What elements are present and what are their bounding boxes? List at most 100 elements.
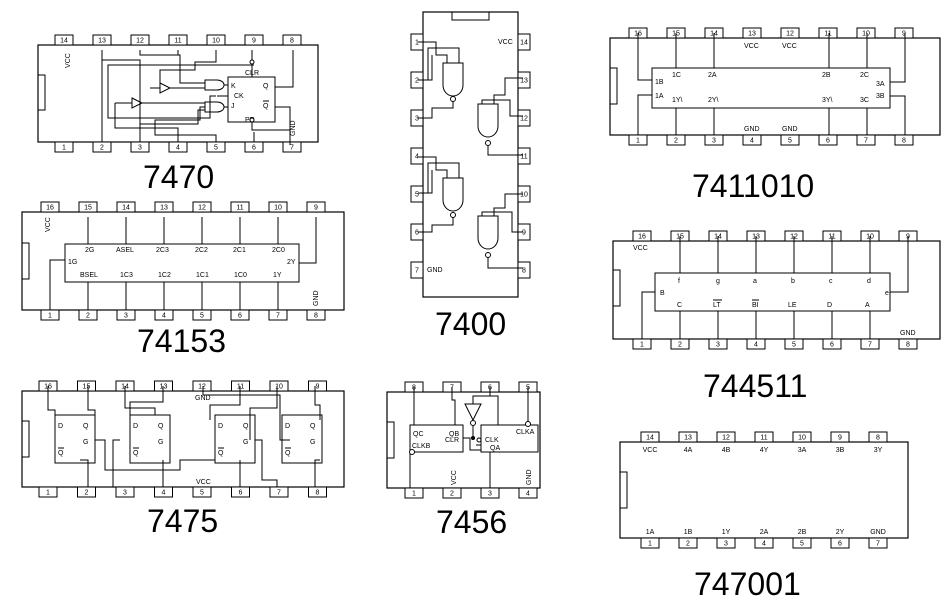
q-label: Q xyxy=(310,423,316,430)
pin-box xyxy=(230,201,250,213)
2c1-label: 2C1 xyxy=(233,247,246,254)
bsel-label: BSEL xyxy=(80,272,98,279)
d-label: D xyxy=(218,423,223,430)
pin-box xyxy=(818,134,838,146)
j-label: J xyxy=(231,103,235,110)
pin-box xyxy=(38,486,58,498)
pin-box xyxy=(442,487,462,499)
vcc-label: VCC xyxy=(65,53,72,68)
2c0-label: 2C0 xyxy=(272,247,285,254)
pin-number: 2 xyxy=(415,78,419,85)
pin-number: 12 xyxy=(786,31,794,38)
pin-box xyxy=(410,147,424,165)
gate-block xyxy=(651,67,891,109)
and-gate-k xyxy=(204,79,225,91)
pin-number: 5 xyxy=(200,490,204,497)
pin-number: 6 xyxy=(830,342,834,349)
pin-number: 9 xyxy=(902,31,906,38)
pin-number: 2 xyxy=(678,342,682,349)
pin-number: 11 xyxy=(174,38,181,45)
g-label: G xyxy=(158,439,163,446)
pin-box xyxy=(77,486,96,498)
pin-number: 8 xyxy=(906,342,910,349)
pin-number: 7 xyxy=(276,313,280,320)
pin-number: 3 xyxy=(123,490,127,497)
d-label: d xyxy=(867,278,871,285)
pin-label: 4A xyxy=(684,447,693,454)
pin-number: 10 xyxy=(275,384,283,391)
pin-number: 6 xyxy=(239,490,243,497)
pin-number: 2 xyxy=(100,145,104,152)
2c-label: 2C xyxy=(860,72,869,79)
chip-747001-notch xyxy=(619,471,628,509)
pin-number: 12 xyxy=(136,38,144,45)
pin-label: 3Y xyxy=(874,447,883,454)
1y-label: 1Y\ xyxy=(672,97,683,104)
pin-box xyxy=(518,487,538,499)
gnd-label: GND xyxy=(195,395,211,402)
chip-74153-body xyxy=(21,211,345,311)
2y-label: 2Y xyxy=(287,259,296,266)
chip-7475-title: 7475 xyxy=(147,503,218,539)
qbar-label: Q xyxy=(133,450,139,457)
pin-box xyxy=(894,27,914,39)
pin-box xyxy=(868,431,888,443)
pin-number: 15 xyxy=(84,205,92,212)
d-label: D xyxy=(285,423,290,430)
qb-label: QB xyxy=(449,431,459,438)
pin-box xyxy=(206,34,226,46)
1c0-label: 1C0 xyxy=(234,272,247,279)
pin-number: 6 xyxy=(415,230,419,237)
asel-label: ASEL xyxy=(116,247,134,254)
pin-box xyxy=(742,134,762,146)
g-label: G xyxy=(243,439,248,446)
pin-number: 13 xyxy=(160,384,168,391)
pin-label: 1Y xyxy=(722,529,731,536)
pin-box xyxy=(830,431,850,443)
pin-box xyxy=(130,34,150,46)
2a-label: 2A xyxy=(708,72,717,79)
pin-number: 15 xyxy=(83,384,91,391)
pin-number: 16 xyxy=(46,205,54,212)
pin-number: 1 xyxy=(636,138,640,145)
pin-number: 3 xyxy=(124,313,128,320)
d-latch xyxy=(129,414,171,464)
vcc-label: VCC xyxy=(498,39,513,46)
pin-number: 6 xyxy=(826,138,830,145)
1y-label: 1Y xyxy=(273,272,282,279)
clka-label: CLKA xyxy=(516,429,535,436)
gnd-label: GND xyxy=(427,267,443,274)
chip-7470-notch xyxy=(37,74,46,111)
pin-box xyxy=(244,34,264,46)
1c2-label: 1C2 xyxy=(158,272,171,279)
pin-box xyxy=(517,147,531,165)
pin-number: 10 xyxy=(520,192,528,199)
chip-744511-notch xyxy=(612,269,621,307)
pin-box xyxy=(192,380,212,392)
pin-number: 7 xyxy=(415,268,419,275)
chip-7470-title: 7470 xyxy=(143,159,214,195)
pin-number: 9 xyxy=(522,230,526,237)
chip-7470-body xyxy=(37,44,319,143)
a-input-label: A xyxy=(865,302,870,309)
pin-number: 11 xyxy=(236,205,243,212)
pin-box xyxy=(308,380,327,392)
le-label: LE xyxy=(788,302,797,309)
pin-box xyxy=(40,201,60,213)
pin-number: 4 xyxy=(750,138,754,145)
1g-label: 1G xyxy=(68,259,77,266)
pin-box xyxy=(192,486,212,498)
